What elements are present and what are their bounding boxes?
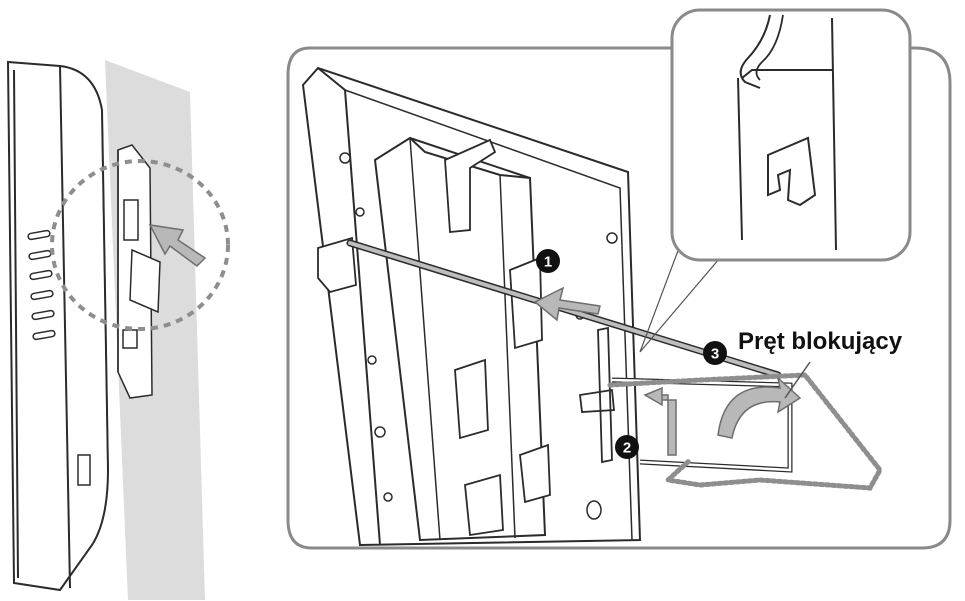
rod-latch [579,326,615,464]
channel-hooks [317,138,551,537]
zoom-inset-frame [670,8,912,262]
zoom-inset-bracket [737,17,837,251]
locking-rod-label: Pręt blokujący [738,328,903,355]
zoom-inset-rod-2 [755,14,784,81]
wall-bracket-small [117,144,161,399]
zoom-inset-hook [767,136,817,207]
zoom-leader-lines [639,239,726,353]
tv-side-port [77,454,91,486]
arrow-step-1 [533,286,601,322]
push-arrow-small [148,224,207,267]
tv-vent-slots [27,229,56,341]
step-number-3: 3 [711,346,719,363]
step-badge-1: 1 [536,249,560,273]
detail-panel [286,46,952,550]
arrow-step-3 [717,375,802,439]
step-number-2: 2 [623,440,631,457]
step-number-1: 1 [544,254,552,271]
rod-initial-position-dotted [607,372,883,491]
callout-leader-line [784,361,811,399]
tv-side-profile [6,60,110,592]
wall-bracket-channel [373,136,547,542]
step-badge-2: 2 [615,435,639,459]
step-badge-3: 3 [703,341,727,365]
overview-illustration [6,60,230,600]
arrow-step-2 [643,386,677,456]
detail-zoom-inset [670,8,912,262]
detail-magnify-circle [50,159,230,331]
plate-screw-holes [339,152,618,520]
